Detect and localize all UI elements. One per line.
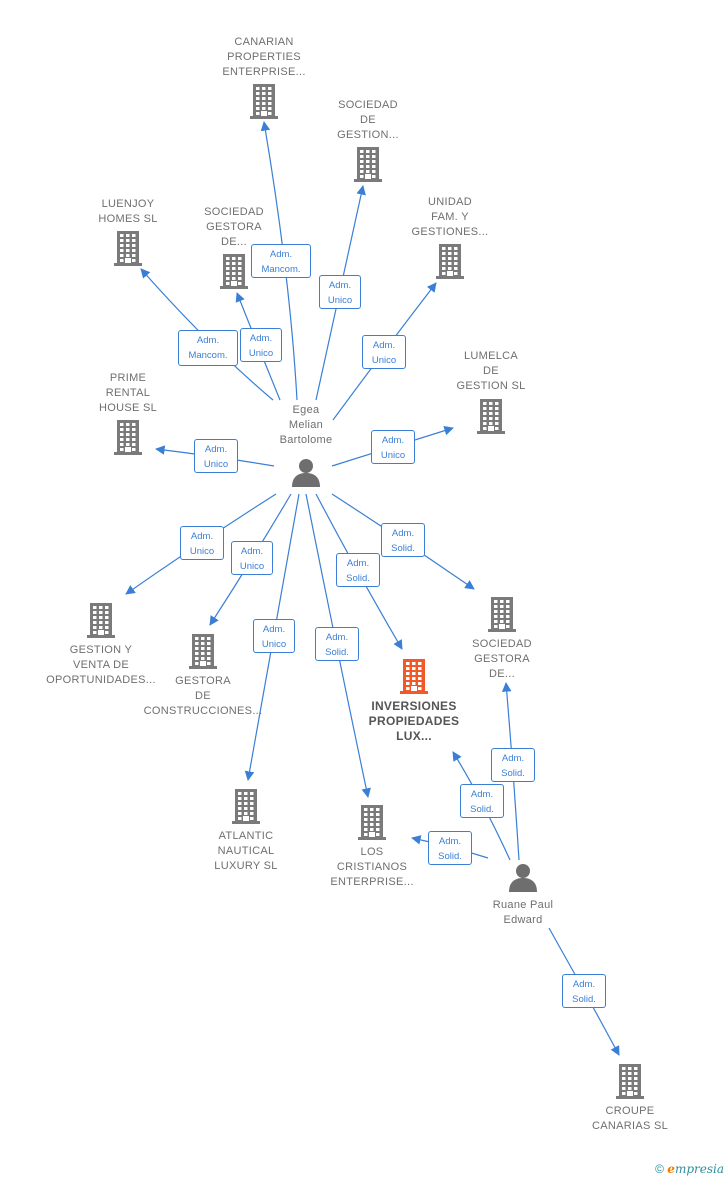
company-name-label[interactable]: INVERSIONES PROPIEDADES LUX... — [368, 699, 460, 743]
company-name-label[interactable]: CANARIAN PROPERTIES ENTERPRISE... — [222, 36, 306, 78]
building-icon[interactable] — [434, 243, 466, 279]
building-icon[interactable] — [486, 596, 518, 632]
company-name-label[interactable]: LOS CRISTIANOS ENTERPRISE... — [330, 846, 414, 888]
relation-role-label[interactable]: Adm. Unico — [240, 328, 282, 362]
copyright-symbol: © — [655, 1162, 664, 1176]
person-name-label[interactable]: Ruane Paul Edward — [492, 899, 554, 926]
company-name-label[interactable]: UNIDAD FAM. Y GESTIONES... — [411, 196, 489, 238]
company-name-label[interactable]: ATLANTIC NAUTICAL LUXURY SL — [214, 830, 278, 872]
company-name-label[interactable]: GESTION Y VENTA DE OPORTUNIDADES... — [46, 644, 156, 686]
company-name-label[interactable]: LUMELCA DE GESTION SL — [456, 350, 526, 392]
building-icon[interactable] — [85, 602, 117, 638]
relation-role-label[interactable]: Adm. Solid. — [336, 553, 380, 587]
company-name-label[interactable]: SOCIEDAD GESTORA DE... — [204, 206, 264, 248]
relation-role-label[interactable]: Adm. Mancom. — [178, 330, 238, 366]
relation-role-label[interactable]: Adm. Unico — [253, 619, 295, 653]
relation-role-label[interactable]: Adm. Unico — [362, 335, 406, 369]
company-name-label[interactable]: GESTORA DE CONSTRUCCIONES... — [143, 675, 263, 717]
building-icon[interactable] — [248, 83, 280, 119]
relation-role-label[interactable]: Adm. Solid. — [460, 784, 504, 818]
relation-role-label[interactable]: Adm. Unico — [194, 439, 238, 473]
person-icon[interactable] — [291, 457, 321, 487]
building-icon[interactable] — [398, 658, 430, 694]
person-icon[interactable] — [508, 862, 538, 892]
person-name-label[interactable]: Egea Melian Bartolome — [279, 404, 333, 446]
relation-role-label[interactable]: Adm. Solid. — [562, 974, 606, 1008]
relation-role-label[interactable]: Adm. Solid. — [315, 627, 359, 661]
building-icon[interactable] — [230, 788, 262, 824]
company-name-label[interactable]: SOCIEDAD DE GESTION... — [337, 99, 399, 141]
company-name-label[interactable]: SOCIEDAD GESTORA DE... — [472, 638, 532, 680]
company-name-label[interactable]: CROUPE CANARIAS SL — [591, 1105, 669, 1132]
building-icon[interactable] — [187, 633, 219, 669]
relation-role-label[interactable]: Adm. Mancom. — [251, 244, 311, 278]
building-icon[interactable] — [614, 1063, 646, 1099]
relation-role-label[interactable]: Adm. Unico — [371, 430, 415, 464]
relation-role-label[interactable]: Adm. Unico — [319, 275, 361, 309]
company-name-label[interactable]: LUENJOY HOMES SL — [98, 198, 158, 225]
company-name-label[interactable]: PRIME RENTAL HOUSE SL — [98, 372, 158, 414]
relation-role-label[interactable]: Adm. Unico — [180, 526, 224, 560]
building-icon[interactable] — [352, 146, 384, 182]
relation-role-label[interactable]: Adm. Solid. — [381, 523, 425, 557]
relation-role-label[interactable]: Adm. Unico — [231, 541, 273, 575]
building-icon[interactable] — [218, 253, 250, 289]
relation-role-label[interactable]: Adm. Solid. — [491, 748, 535, 782]
building-icon[interactable] — [475, 398, 507, 434]
building-icon[interactable] — [112, 230, 144, 266]
footer-brand: © empresia — [655, 1162, 724, 1176]
building-icon[interactable] — [356, 804, 388, 840]
building-icon[interactable] — [112, 419, 144, 455]
relation-role-label[interactable]: Adm. Solid. — [428, 831, 472, 865]
brand-logo[interactable]: empresia — [667, 1162, 724, 1176]
